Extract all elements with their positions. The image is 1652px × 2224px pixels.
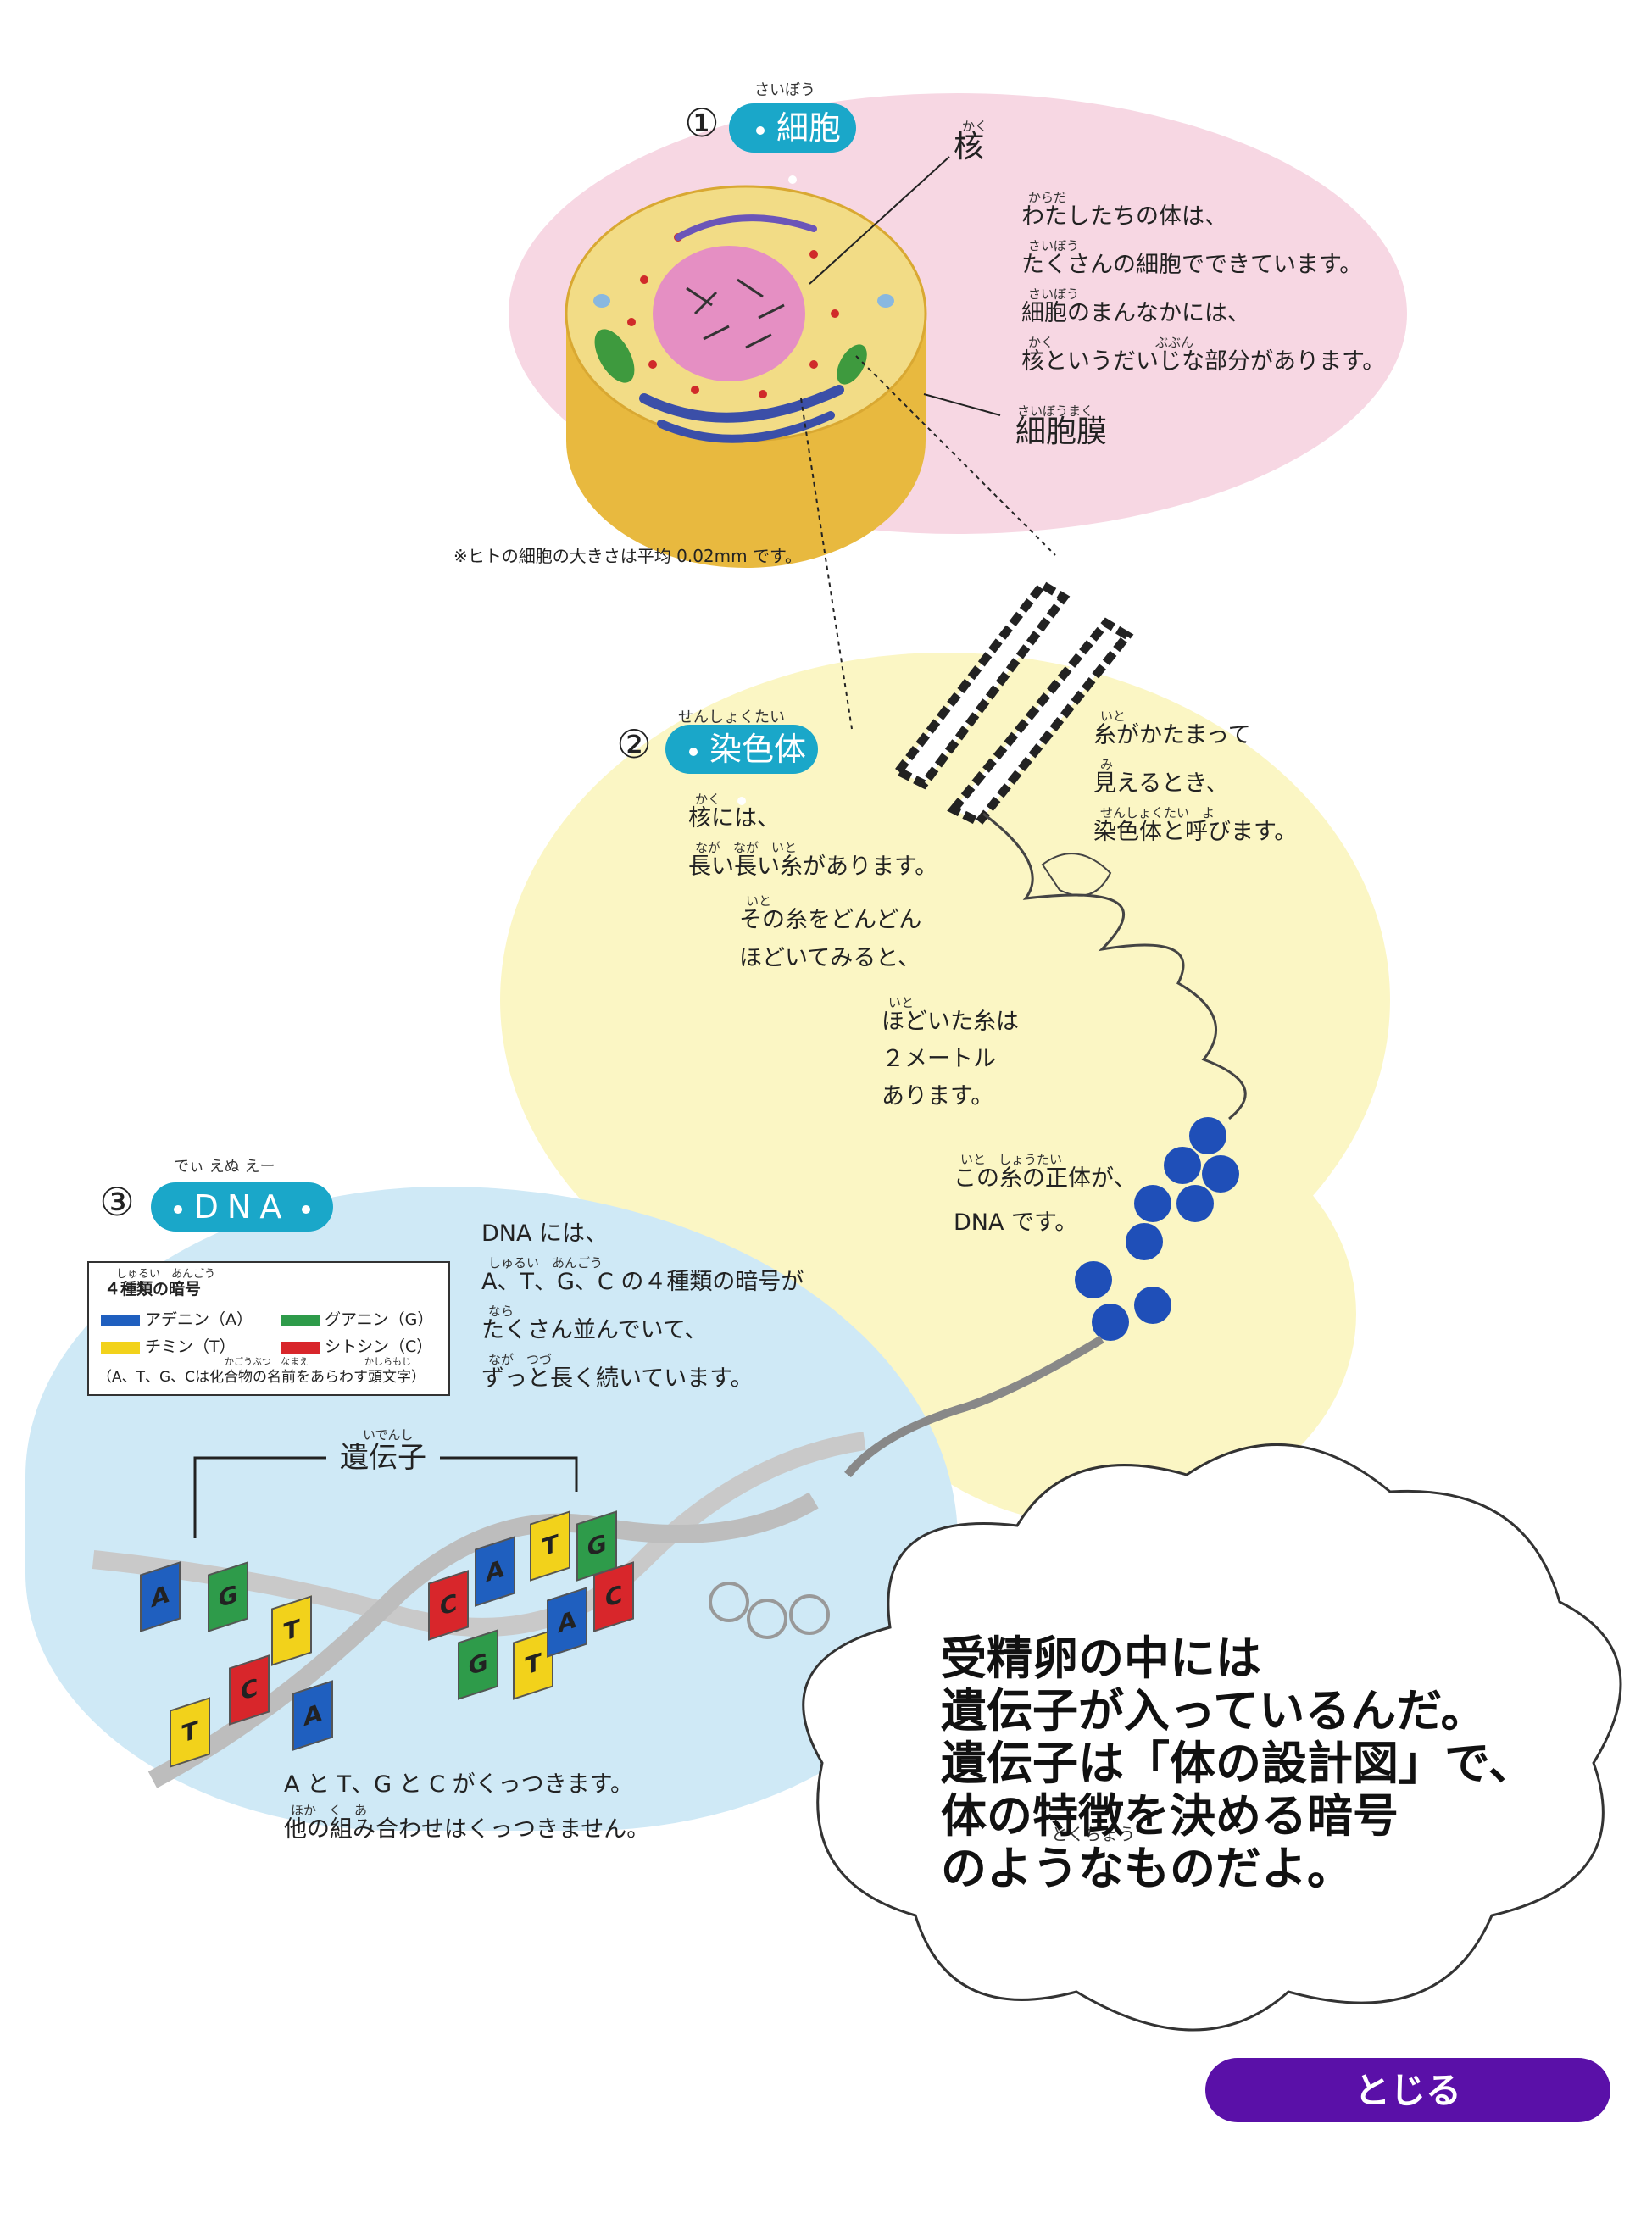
membrane-ruby: さいぼうまく	[1017, 403, 1094, 419]
thymine-swatch	[101, 1341, 140, 1354]
adenine-swatch	[101, 1314, 140, 1326]
pill-dot-icon	[688, 747, 698, 756]
section2-title: 染色体	[709, 731, 806, 768]
bubble-ruby: とくちょう	[1051, 1824, 1136, 1844]
section2-title-pill: 染色体	[665, 725, 818, 805]
section2-left-line: 長い長い糸があります。	[688, 853, 938, 880]
section1-ruby: さいぼう	[1028, 238, 1080, 253]
section2-right-line: 糸がかたまって	[1093, 722, 1251, 748]
section3-ruby: なら	[488, 1304, 515, 1319]
section1-line: 細胞のまんなかには、	[1021, 300, 1250, 326]
section2-low-ruby: いと	[888, 995, 915, 1010]
pill-dot-icon	[755, 125, 765, 135]
section2-number: ②	[616, 721, 652, 767]
pill-dot-icon	[737, 796, 746, 805]
section2-right-ruby: せんしょくたい よ	[1100, 805, 1215, 820]
legend-item-adenine: アデニン（A）	[101, 1307, 253, 1330]
section1-line: 核というだいじな部分があります。	[1021, 348, 1386, 375]
bubble-line: 体の特徴を決める暗号	[941, 1789, 1399, 1843]
section2-dna-line: この糸の正体が、	[954, 1165, 1137, 1192]
section2-right-ruby: み	[1100, 757, 1114, 772]
section1-ruby: からだ	[1028, 190, 1067, 205]
nucleus-label: 核	[954, 130, 985, 164]
bubble-line: のようなものだよ。	[941, 1842, 1353, 1895]
nucleus-ruby: かく	[962, 119, 988, 134]
section1-ruby: さいぼう	[754, 81, 815, 99]
legend-item-cytosine: シトシン（C）	[281, 1334, 432, 1357]
section3-line: たくさん並んでいて、	[481, 1317, 708, 1343]
section1-ruby: かく ぶぶん	[1028, 335, 1194, 350]
section2-left-ruby: なが なが いと	[695, 840, 798, 855]
section2-right-ruby: いと	[1100, 709, 1126, 724]
legend-note: （A、T、G、Cは化合物の名前をあらわす頭文字）	[97, 1369, 426, 1386]
pill-dot-icon	[302, 1204, 311, 1214]
section1-number: ①	[684, 100, 720, 146]
bubble-line: 遺伝子が入っているんだ。	[941, 1684, 1487, 1738]
base-pair-line: A と T、G と C がくっつきます。	[284, 1771, 633, 1798]
chromosome-illustration	[892, 579, 1247, 1120]
section1-line: わたしたちの体は、	[1021, 203, 1227, 230]
section3-number: ③	[99, 1179, 135, 1225]
legend-item-thymine: チミン（T）	[101, 1334, 236, 1357]
legend-note-ruby: かごうぶつ なまえ かしらもじ	[225, 1356, 411, 1367]
section1-ruby: さいぼう	[1028, 286, 1080, 302]
section2-left-line: 核には、	[688, 805, 780, 831]
section3-line: ずっと長く続いています。	[481, 1365, 754, 1392]
pill-dot-icon	[173, 1204, 182, 1214]
legend-ruby: しゅるい あんごう	[116, 1268, 216, 1281]
section3-line: DNA には、	[481, 1220, 609, 1247]
section2-right-line: 見えるとき、	[1093, 770, 1229, 797]
base-pair-line: 他の組み合わせはくっつきません。	[284, 1816, 650, 1843]
gene-ruby: いでんし	[363, 1427, 414, 1443]
section1-line: たくさんの細胞でできています。	[1021, 252, 1363, 278]
guanine-swatch	[281, 1314, 320, 1326]
section2-mid-ruby: いと	[746, 893, 772, 909]
section2-low-line: ほどいた糸は	[882, 1009, 1019, 1035]
section3-ruby: なが つづ	[488, 1352, 553, 1367]
close-button[interactable]: とじる	[1205, 2058, 1610, 2122]
section2-right-line: 染色体と呼びます。	[1093, 819, 1298, 845]
base-legend: しゅるい あんごう ４種類の暗号 アデニン（A） グアニン（G） チミン（T） …	[87, 1261, 450, 1396]
gene-label: 遺伝子	[326, 1441, 440, 1476]
pill-dot-icon	[788, 175, 797, 184]
section2-dna-ruby: いと しょうたい	[960, 1152, 1063, 1167]
section3-ruby: しゅるい あんごう	[488, 1255, 604, 1270]
legend-item-guanine: グアニン（G）	[281, 1307, 433, 1330]
base-pair-ruby: ほか く あ	[291, 1803, 368, 1818]
section1-title-pill: 細胞	[729, 103, 856, 184]
section2-left-ruby: かく	[695, 792, 721, 807]
cell-size-note: ※ヒトの細胞の大きさは平均 0.02mm です。	[453, 546, 802, 566]
bubble-line: 遺伝子は「体の設計図」で、	[941, 1737, 1534, 1790]
section3-ruby: でぃ えぬ えー	[174, 1158, 275, 1176]
section1-title: 細胞	[776, 109, 841, 147]
section3-title: DNA	[193, 1188, 291, 1226]
membrane-label: 細胞膜	[1015, 414, 1108, 449]
cytosine-swatch	[281, 1341, 320, 1354]
section2-dna-line: DNA です。	[954, 1209, 1078, 1236]
section2-low-line: ２メートル	[882, 1046, 996, 1072]
section2-mid-line: ほどいてみると、	[739, 945, 921, 971]
section2-mid-line: その糸をどんどん	[739, 907, 922, 933]
thought-bubble-shape	[802, 1443, 1622, 2032]
section3-line: A、T、G、C の４種類の暗号が	[481, 1269, 804, 1295]
bubble-line: 受精卵の中には	[941, 1632, 1261, 1685]
cell-illustration	[565, 185, 927, 568]
legend-title: ４種類の暗号	[104, 1280, 202, 1298]
nucleosome-illustration	[1075, 1117, 1239, 1341]
section2-ruby: せんしょくたい	[678, 709, 785, 726]
section2-low-line: あります。	[882, 1083, 994, 1109]
section3-title-pill: DNA	[151, 1182, 333, 1232]
